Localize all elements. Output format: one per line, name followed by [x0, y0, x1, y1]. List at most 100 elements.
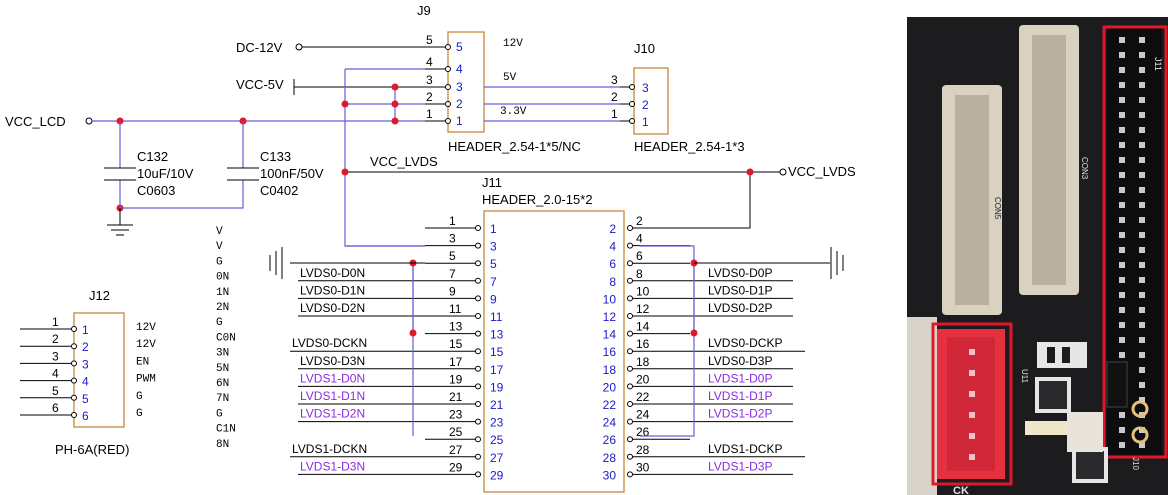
j11-right-inner-pin: 20	[603, 380, 617, 394]
lvds-signal-label: LVDS1-D2N	[300, 407, 365, 421]
ffc-slot	[1032, 35, 1066, 285]
red-connector-pin	[969, 349, 975, 355]
ground-icon-right	[694, 247, 844, 279]
j10-inner-pin: 3	[642, 81, 649, 95]
j10-ref: J10	[634, 41, 655, 56]
header-pin	[1139, 37, 1145, 43]
c132-value: 10uF/10V	[137, 166, 194, 181]
junction-dot	[391, 100, 399, 108]
j11-left-outer-pin: 11	[449, 302, 462, 316]
pin-function-item: 2N	[216, 302, 229, 314]
lvds-signal-label: LVDS1-DCKP	[708, 442, 782, 456]
lvds-signal-label: LVDS0-DCKN	[292, 336, 367, 350]
pin-function-item: G	[216, 256, 223, 268]
c133-ref: C133	[260, 149, 291, 164]
j11-left-outer-pin: 5	[449, 249, 456, 263]
j11-left-pin-circle	[475, 471, 481, 478]
smd-part	[1062, 347, 1070, 363]
j11-right-inner-pin: 16	[603, 345, 617, 359]
j9-inner-pin: 1	[456, 114, 463, 128]
j11-right-outer-pin: 14	[636, 320, 650, 334]
j11-header-photo: J11	[1102, 25, 1168, 459]
red-connector-pin	[969, 454, 975, 460]
header-pin	[1119, 307, 1125, 313]
header-pin	[1119, 217, 1125, 223]
j11-left-pin-circle	[475, 330, 481, 337]
j9-outer-pin: 3	[426, 73, 433, 87]
j11-right-inner-pin: 2	[609, 222, 616, 236]
j11-right-pin-circle	[627, 330, 633, 337]
j11-right-inner-pin: 24	[603, 416, 617, 430]
j11-left-pin-circle	[475, 260, 481, 267]
wire-j9-j10	[484, 86, 620, 122]
j11-right-pin-circle	[627, 242, 633, 249]
j11-left-outer-pin: 23	[449, 408, 463, 422]
highlight-ph6a	[931, 322, 1013, 486]
j11-left-pin-circle	[475, 418, 481, 425]
header-pin	[1139, 427, 1145, 433]
j9-inner-pin: 5	[456, 40, 463, 54]
j11-left-inner-pin: 1	[490, 222, 497, 236]
j11-left-pin-circle	[475, 401, 481, 407]
header-pin	[1119, 322, 1125, 328]
rail-label-3v3: 3.3V	[500, 106, 527, 118]
lvds-signal-label: LVDS1-D1P	[708, 389, 772, 403]
header-pin	[1139, 142, 1145, 148]
j12-pin-circle	[71, 343, 77, 350]
silkscreen-u11: U11	[1020, 369, 1029, 384]
pin-function-item: 7N	[216, 393, 229, 405]
lvds-signal-label: LVDS0-D2N	[300, 301, 365, 315]
j12-pin-circle	[71, 412, 77, 418]
pin-function-item: C1N	[216, 424, 236, 436]
j11-right-inner-pin: 6	[609, 257, 616, 271]
lvds-signal-label: LVDS0-D3N	[300, 354, 365, 368]
rail-label-12v: 12V	[503, 38, 523, 50]
j11-left-inner-pin: 3	[490, 240, 497, 254]
header-pin	[1139, 367, 1145, 373]
silkscreen-con5: CON5	[993, 197, 1002, 220]
lvds-signal-label: LVDS1-D0P	[708, 371, 772, 385]
lvds-signal-label: LVDS0-D0N	[300, 266, 365, 280]
header-pin	[1139, 172, 1145, 178]
j11-right-pin-circle	[627, 277, 633, 284]
lvds-signal-label: LVDS1-D2P	[708, 407, 772, 421]
wire-j11-gnd-right	[640, 245, 695, 437]
j11-right-pin-circle	[627, 313, 633, 319]
rail-label-5v: 5V	[503, 72, 517, 84]
j11-right-inner-pin: 26	[603, 433, 617, 447]
pin-function-item: G	[216, 408, 223, 420]
j11-right-pin-circle	[627, 436, 633, 443]
j11-right-pin-circle	[627, 383, 633, 390]
j10-pin-circle	[629, 101, 635, 107]
j11-left-pin-circle	[475, 365, 481, 372]
wire-vcc-lvds-j11	[640, 172, 751, 229]
j11-left-pin-circle	[475, 453, 481, 460]
j11-left-pin-circle	[475, 383, 481, 390]
j12-outer-pin: 3	[52, 349, 59, 363]
j12-outer-pin: 4	[52, 367, 59, 381]
pin-function-item: 8N	[216, 439, 229, 451]
j11-right-outer-pin: 2	[636, 214, 643, 228]
j11-right-pin-circle	[627, 365, 633, 372]
port-dc12v	[295, 43, 303, 51]
header-pin	[1119, 142, 1125, 148]
silkscreen-j10: J10	[1131, 457, 1140, 470]
junction-dot	[341, 100, 349, 108]
j11-right-outer-pin: 12	[636, 302, 650, 316]
j9-pin-circle	[445, 66, 451, 72]
j12-inner-pin: 2	[82, 340, 89, 354]
net-vcc-lvds-right: VCC_LVDS	[788, 164, 856, 179]
header-pin	[1119, 337, 1125, 343]
j11-right-outer-pin: 6	[636, 249, 643, 263]
j11-left-outer-pin: 27	[449, 443, 463, 457]
j11-right-outer-pin: 20	[636, 372, 650, 386]
net-vcc-lvds-mid: VCC_LVDS	[370, 154, 438, 169]
header-pin	[1119, 232, 1125, 238]
j12-outer-pin: 2	[52, 332, 59, 346]
j11-right-inner-pin: 22	[603, 398, 617, 412]
j9-pin-circle	[445, 101, 451, 107]
j10-pin-circle	[629, 84, 635, 90]
j11-right-outer-pin: 10	[636, 284, 650, 298]
